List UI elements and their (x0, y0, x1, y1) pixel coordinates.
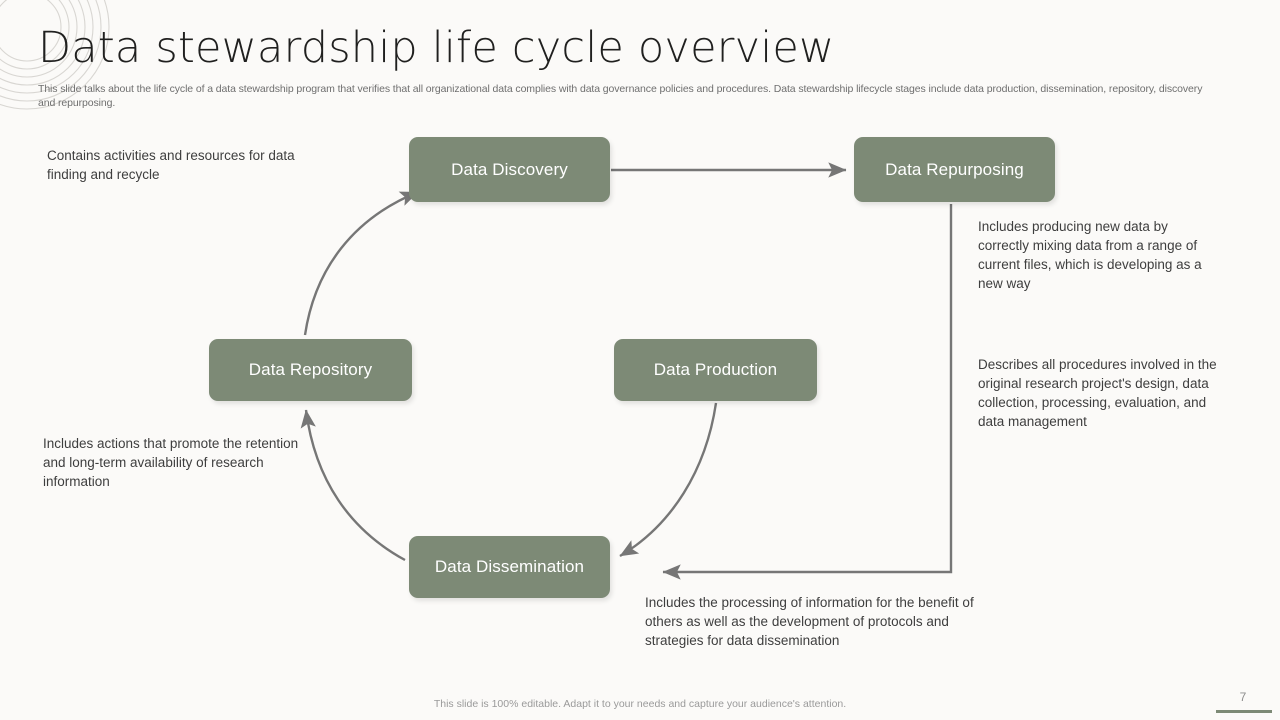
node-label: Data Dissemination (434, 557, 585, 576)
page-number: 7 (1239, 690, 1247, 704)
node-data-repository[interactable]: Data Repository (209, 339, 412, 401)
page-number-rule (1216, 710, 1272, 713)
node-data-production[interactable]: Data Production (614, 339, 817, 401)
node-data-discovery[interactable]: Data Discovery (409, 137, 610, 202)
annotation-data-dissemination: Includes the processing of information f… (645, 595, 974, 648)
connector-production-to-dissemination (619, 402, 718, 558)
node-label: Data Repurposing (885, 159, 1024, 179)
annotation-data-discovery: Contains activities and resources for da… (47, 148, 295, 182)
footer-note: This slide is 100% editable. Adapt it to… (433, 698, 847, 710)
node-label: Data Repository (248, 360, 373, 379)
connector-repository-to-discovery (303, 190, 419, 336)
annotation-data-repository: Includes actions that promote the retent… (43, 436, 299, 489)
page-title: Data stewardship life cycle overview (38, 23, 835, 73)
node-label: Data Discovery (451, 159, 568, 179)
page-subtitle: This slide talks about the life cycle of… (38, 83, 1203, 109)
node-data-repurposing[interactable]: Data Repurposing (854, 137, 1055, 202)
node-label: Data Production (653, 360, 778, 379)
annotation-data-production: Describes all procedures involved in the… (978, 357, 1217, 429)
connector-dissemination-to-repository (300, 409, 406, 562)
annotation-data-repurposing: Includes producing new data by correctly… (978, 219, 1202, 291)
node-data-dissemination[interactable]: Data Dissemination (409, 536, 610, 598)
